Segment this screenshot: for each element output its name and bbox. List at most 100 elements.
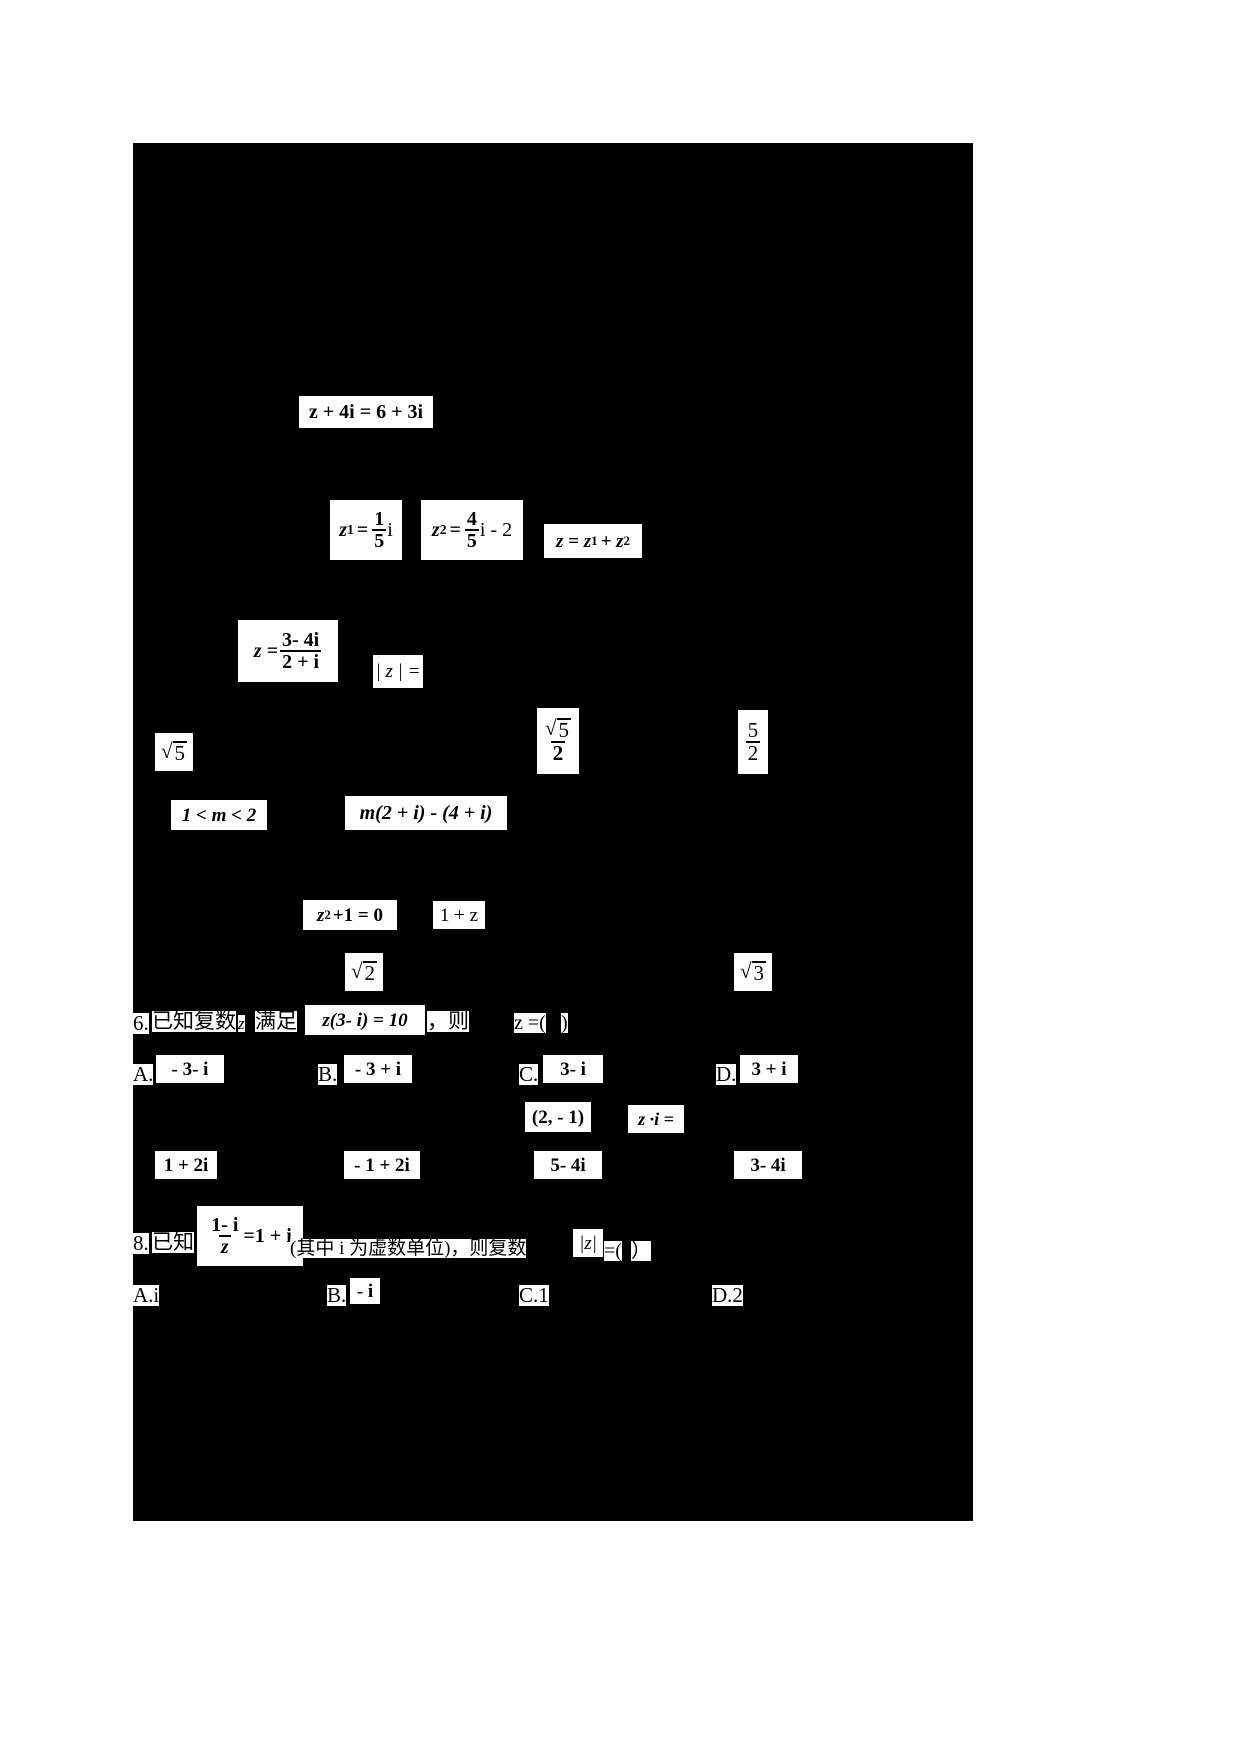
sqrt5-radical-2: √ 5 [544, 715, 572, 742]
sqrt3-radicand: 3 [751, 960, 767, 985]
q8-number-text: 8. [133, 1231, 149, 1255]
q6-opt-a-label-text: A. [133, 1062, 154, 1086]
q8-abs-z-text: |z| [579, 1232, 597, 1254]
z-squared-exponent: 2 [324, 906, 331, 922]
z1-fraction: 1 5 [372, 508, 387, 552]
sqrt2-radical: √ 2 [351, 960, 378, 985]
sqrt5-over-2-fraction: √ 5 2 [543, 717, 573, 764]
radical-sign-icon: √ [544, 715, 557, 740]
q8-ask-close-text: ） [631, 1240, 651, 1262]
q6-ask-close-text: ) [561, 1012, 568, 1034]
q6-opt-c-label-text: C. [519, 1062, 539, 1086]
formula-m-expression: m(2 + i) - (4 + i) [345, 796, 507, 830]
q6-number-text: 6. [133, 1011, 149, 1035]
q6-opt-b-label-text: B. [318, 1062, 338, 1086]
sqrt5-radical: √ 5 [160, 738, 188, 764]
q8-opt-b-label-text: B. [327, 1283, 347, 1307]
z2-symbol: z [431, 519, 440, 541]
z-quotient-lhs: z = [253, 640, 278, 662]
z2-numerator: 4 [466, 507, 477, 530]
question-6-stem-part1: 已知复数 [152, 1011, 236, 1032]
q8-stem2-text: (其中 i 为虚数单位)，则复数 [290, 1238, 527, 1259]
abs-z-text: | z | = [375, 661, 421, 682]
formula-q6-condition: z(3- i) = 10 [305, 1005, 425, 1035]
opt-neg1-plus-2i-text: - 1 + 2i [354, 1154, 410, 1176]
question-6-stem-part2: 满足 [255, 1011, 297, 1032]
q6-option-c-label[interactable]: C. [519, 1062, 539, 1086]
formula-z-dot-i: z ·i = [628, 1105, 684, 1133]
one-plus-z-text: 1 + z [439, 904, 479, 926]
q6-option-b-label[interactable]: B. [318, 1062, 338, 1086]
q6-option-a-value[interactable]: - 3- i [156, 1055, 224, 1083]
formula-z-quotient-body: z = 3- 4i 2 + i [253, 628, 322, 673]
formula-q8-equation: 1- i z =1 + i [197, 1206, 303, 1266]
question-8-stem-part2: (其中 i 为虚数单位)，则复数 [290, 1238, 527, 1259]
q6-option-a-label[interactable]: A. [133, 1062, 154, 1086]
sqrt5-radicand-2: 5 [556, 717, 572, 742]
z2-subscript: 2 [439, 522, 447, 538]
question-8-ask: =( [604, 1241, 622, 1261]
opt-5-minus-4i-text: 5- 4i [550, 1154, 586, 1176]
z-sum-plus: + z [600, 530, 624, 552]
z-quotient-denominator: 2 + i [280, 650, 322, 673]
formula-z-plus-4i: z + 4i = 6 + 3i [299, 396, 433, 428]
q8-equation-body: 1- i z =1 + i [208, 1213, 292, 1258]
formula-one-plus-z: 1 + z [433, 901, 485, 929]
q6-option-d-label[interactable]: D. [716, 1062, 737, 1086]
formula-abs-z-equals: | z | = [373, 655, 423, 688]
z1-equals: = [356, 519, 369, 541]
q8-opt-c-label-text: C. [519, 1283, 539, 1307]
q6-var-text: z [238, 1014, 245, 1033]
z2-tail: i - 2 [479, 519, 513, 541]
option-neg1-plus-2i: - 1 + 2i [344, 1151, 420, 1179]
z-sum-lhs: z = z [555, 530, 592, 552]
q8-equation-tail: =1 + i [243, 1225, 292, 1247]
option-5-minus-4i: 5- 4i [534, 1151, 602, 1179]
q6-stem2-text: 满足 [255, 1009, 297, 1033]
q8-opt-a-value-text: i [153, 1283, 160, 1307]
sqrt5-over-2-numerator: √ 5 [543, 717, 573, 741]
z-dot-i-text: z ·i = [638, 1109, 674, 1129]
q8-opt-d-label-text: D. [712, 1283, 733, 1307]
z-quotient-numerator: 3- 4i [281, 628, 320, 651]
z1-imaginary-unit: i [387, 519, 393, 541]
q6-opt-d-label-text: D. [716, 1062, 737, 1086]
q8-option-b-label[interactable]: B. [327, 1283, 347, 1307]
q8-option-c[interactable]: C.1 [519, 1285, 549, 1306]
radical-sign-icon: √ [160, 738, 173, 763]
q8-stem1-text: 已知 [152, 1230, 194, 1254]
option-1-plus-2i: 1 + 2i [155, 1151, 217, 1179]
formula-z-quotient: z = 3- 4i 2 + i [238, 620, 338, 682]
radical-sign-icon: √ [739, 958, 752, 983]
m-expression-text: m(2 + i) - (4 + i) [359, 802, 493, 824]
q6-opt-c-value-text: 3- i [560, 1058, 586, 1080]
q6-option-d-value[interactable]: 3 + i [740, 1055, 798, 1083]
five-over-2-fraction: 5 2 [745, 717, 761, 765]
q8-option-a[interactable]: A.i [133, 1283, 160, 1307]
q6-option-b-value[interactable]: - 3 + i [344, 1055, 412, 1083]
z2-fraction: 4 5 [464, 507, 479, 552]
z-sum-sub1: 1 [591, 532, 598, 548]
z2-denominator: 5 [464, 529, 479, 552]
sqrt2-radicand: 2 [362, 960, 378, 985]
q8-option-b-value[interactable]: - i [350, 1278, 380, 1304]
question-8-stem-part1: 已知 [152, 1232, 194, 1253]
option-sqrt3: √ 3 [734, 953, 772, 991]
q6-option-c-value[interactable]: 3- i [543, 1055, 603, 1083]
q8-fraction: 1- i z [209, 1213, 240, 1258]
q8-numerator: 1- i [211, 1213, 239, 1236]
sqrt3-radical: √ 3 [739, 958, 767, 985]
q8-opt-a-label-text: A. [133, 1283, 154, 1307]
z-quotient-fraction: 3- 4i 2 + i [280, 628, 322, 673]
opt-1-plus-2i-text: 1 + 2i [163, 1154, 209, 1176]
five-over-2-numerator: 5 [747, 717, 759, 742]
q8-option-d[interactable]: D.2 [712, 1285, 743, 1306]
formula-text: z + 4i = 6 + 3i [308, 401, 424, 423]
